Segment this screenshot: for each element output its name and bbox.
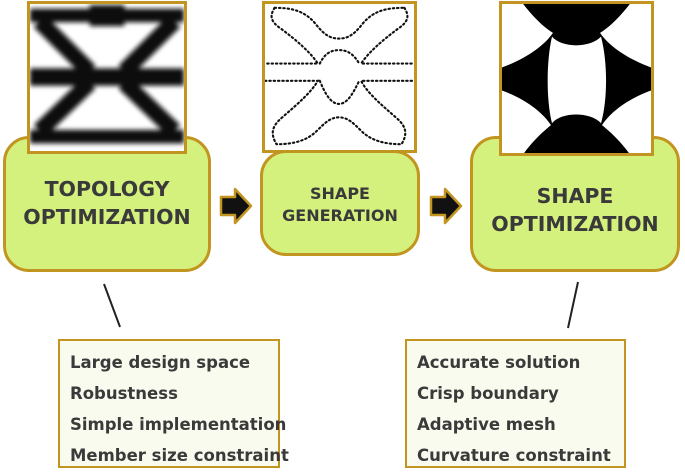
stage-shape-optimization: SHAPE OPTIMIZATION	[470, 136, 680, 272]
stage-shape-generation: SHAPE GENERATION	[260, 150, 420, 256]
list-item: Crisp boundary	[417, 384, 559, 403]
list-item: Simple implementation	[70, 415, 287, 434]
list-item: Curvature constraint	[417, 446, 611, 465]
shape-optimization-features-box: Accurate solution Crisp boundary Adaptiv…	[405, 339, 626, 468]
dotted-contour-image	[262, 1, 417, 153]
connector-line-topology	[103, 283, 121, 328]
list-item: Large design space	[70, 353, 251, 372]
right-arrow-icon	[219, 187, 253, 225]
topology-features-list: Large design space Robustness Simple imp…	[70, 347, 289, 471]
stage-topology-optimization: TOPOLOGY OPTIMIZATION	[3, 136, 211, 272]
stage-shape-optimization-line-1: SHAPE	[536, 184, 614, 209]
right-arrow-icon	[429, 187, 463, 225]
list-item: Accurate solution	[417, 353, 581, 372]
stage-shape-generation-line-2: GENERATION	[282, 206, 398, 225]
optimized-shape-image	[499, 1, 654, 156]
stage-shape-optimization-line-2: OPTIMIZATION	[491, 212, 659, 236]
list-item: Member size constraint	[70, 446, 289, 465]
stage-topology-line-1: TOPOLOGY	[44, 177, 170, 202]
list-item: Adaptive mesh	[417, 415, 556, 434]
stage-topology-line-2: OPTIMIZATION	[23, 205, 191, 229]
topology-features-box: Large design space Robustness Simple imp…	[58, 339, 289, 471]
topology-result-image	[27, 1, 187, 154]
shape-optimization-features-list: Accurate solution Crisp boundary Adaptiv…	[417, 347, 624, 471]
stage-shape-generation-line-1: SHAPE	[310, 184, 370, 204]
list-item: Robustness	[70, 384, 178, 403]
connector-line-shape-optimization	[567, 281, 579, 329]
